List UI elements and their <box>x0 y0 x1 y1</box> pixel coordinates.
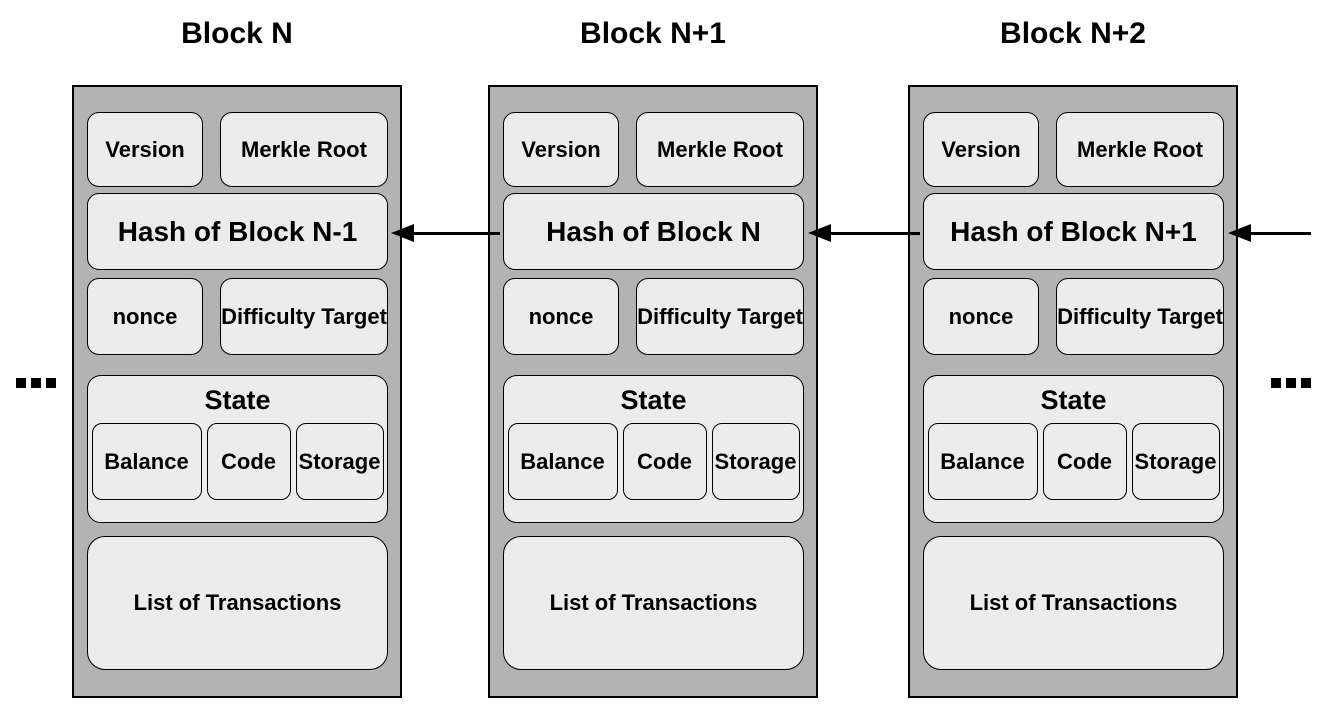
state-row: Balance Code Storage <box>927 423 1220 501</box>
ellipsis-dot <box>46 378 56 388</box>
transactions-box: List of Transactions <box>87 536 388 670</box>
balance-box: Balance <box>507 423 618 501</box>
header-row: Version Merkle Root <box>923 112 1224 187</box>
difficulty-target-box: Difficulty Target <box>636 278 804 355</box>
version-box: Version <box>503 112 619 187</box>
balance-box: Balance <box>927 423 1038 501</box>
prev-hash-arrow-n1-to-n <box>412 232 500 235</box>
ellipsis-dot <box>1271 378 1281 388</box>
state-title: State <box>1040 385 1107 415</box>
transactions-box: List of Transactions <box>503 536 804 670</box>
state-row: Balance Code Storage <box>507 423 800 501</box>
chain-continuation-ellipsis-left <box>16 378 56 388</box>
header-row: Version Merkle Root <box>87 112 388 187</box>
block-n1-title: Block N+1 <box>580 17 726 50</box>
state-row: Balance Code Storage <box>91 423 384 501</box>
state-box: State Balance Code Storage <box>87 375 388 523</box>
version-box: Version <box>87 112 203 187</box>
merkle-root-box: Merkle Root <box>636 112 804 187</box>
prev-hash-arrowhead-block-n <box>391 224 414 242</box>
difficulty-target-box: Difficulty Target <box>1056 278 1224 355</box>
prev-hash-arrowhead-block-n2 <box>1228 224 1251 242</box>
merkle-root-box: Merkle Root <box>1056 112 1224 187</box>
block-n-container: Version Merkle Root Hash of Block N-1 no… <box>72 85 402 698</box>
storage-box: Storage <box>295 423 384 501</box>
nonce-row: nonce Difficulty Target <box>503 278 804 355</box>
prev-hash-arrow-n2-to-n1 <box>829 232 920 235</box>
nonce-row: nonce Difficulty Target <box>923 278 1224 355</box>
header-row: Version Merkle Root <box>503 112 804 187</box>
prev-hash-arrowhead-block-n1 <box>808 224 831 242</box>
version-box: Version <box>923 112 1039 187</box>
nonce-box: nonce <box>923 278 1039 355</box>
nonce-row: nonce Difficulty Target <box>87 278 388 355</box>
nonce-box: nonce <box>87 278 203 355</box>
ellipsis-dot <box>1301 378 1311 388</box>
storage-box: Storage <box>1131 423 1220 501</box>
prev-hash-arrow-next-to-n2 <box>1249 232 1311 235</box>
block-n-title: Block N <box>181 17 293 50</box>
code-box: Code <box>622 423 707 501</box>
state-title: State <box>204 385 271 415</box>
state-title: State <box>620 385 687 415</box>
state-box: State Balance Code Storage <box>503 375 804 523</box>
block-n1-container: Version Merkle Root Hash of Block N nonc… <box>488 85 818 698</box>
ellipsis-dot <box>1286 378 1296 388</box>
state-box: State Balance Code Storage <box>923 375 1224 523</box>
balance-box: Balance <box>91 423 202 501</box>
difficulty-target-box: Difficulty Target <box>220 278 388 355</box>
chain-continuation-ellipsis-right <box>1271 378 1311 388</box>
storage-box: Storage <box>711 423 800 501</box>
prev-hash-box: Hash of Block N <box>503 193 804 270</box>
code-box: Code <box>206 423 291 501</box>
block-n2-title: Block N+2 <box>1000 17 1146 50</box>
code-box: Code <box>1042 423 1127 501</box>
ellipsis-dot <box>16 378 26 388</box>
block-n2-container: Version Merkle Root Hash of Block N+1 no… <box>908 85 1238 698</box>
prev-hash-box: Hash of Block N-1 <box>87 193 388 270</box>
ellipsis-dot <box>31 378 41 388</box>
merkle-root-box: Merkle Root <box>220 112 388 187</box>
transactions-box: List of Transactions <box>923 536 1224 670</box>
prev-hash-box: Hash of Block N+1 <box>923 193 1224 270</box>
nonce-box: nonce <box>503 278 619 355</box>
